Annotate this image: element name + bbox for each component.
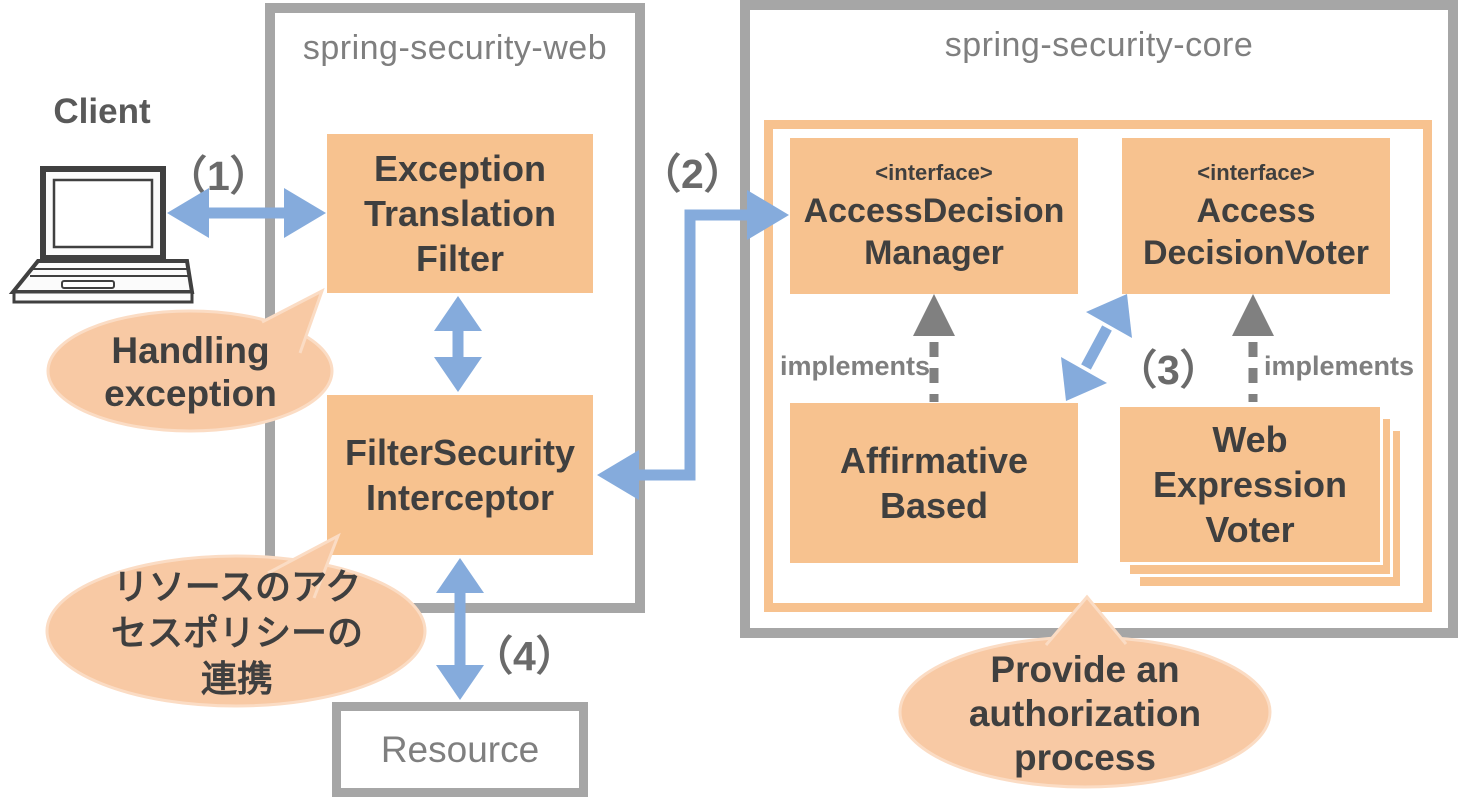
box-label-line: Manager [864, 233, 1004, 272]
client-label: Client [53, 92, 151, 131]
laptop-screen-inner [52, 178, 154, 249]
interface-stereotype: <interface> [1197, 159, 1315, 185]
bubble-line: process [1014, 737, 1156, 778]
bubble-line: リソースのアク [112, 566, 362, 607]
box-label-line: Web [1212, 419, 1288, 460]
implements-label-right: implements [1264, 351, 1415, 381]
box-label-line: Voter [1205, 509, 1295, 550]
affirmative-based-box: Affirmative Based [790, 403, 1078, 563]
core-module-title: spring-security-core [944, 26, 1254, 64]
bubble-line: Handling [111, 330, 270, 371]
bubble-line: authorization [968, 693, 1202, 734]
access-decision-manager-box: <interface> AccessDecision Manager [790, 138, 1078, 294]
bubble-line: 連携 [200, 658, 273, 699]
resource-label: Resource [380, 728, 540, 770]
step2-label: （2） [640, 151, 745, 197]
laptop-base-lip [12, 290, 194, 304]
implements-label-left: implements [779, 351, 930, 381]
box-label-line: Expression [1152, 464, 1348, 505]
web-expression-voter-box: Web Expression Voter [1117, 404, 1383, 565]
web-module-title: spring-security-web [302, 29, 608, 67]
step1-label: （1） [166, 153, 271, 199]
bubble-line: Provide an [990, 649, 1180, 690]
box-label-line: AccessDecision [803, 191, 1065, 230]
bubble-line: exception [104, 373, 277, 414]
box-label-line: Translation [363, 193, 557, 234]
laptop-touchpad [61, 280, 115, 289]
interface-stereotype: <interface> [875, 159, 993, 185]
box-label-line: Based [879, 485, 989, 526]
laptop-keyboard-base [8, 259, 195, 294]
filter-security-interceptor-box: FilterSecurity Interceptor [327, 395, 593, 555]
box-label-line: Access [1196, 191, 1316, 230]
box-label-line: Filter [415, 238, 504, 279]
access-decision-voter-box: <interface> Access DecisionVoter [1122, 138, 1390, 294]
box-label-line: Exception [373, 148, 547, 189]
handling-exception-bubble-text: Handling exception [48, 329, 333, 415]
laptop-screen-outer [40, 166, 166, 261]
box-label-line: Affirmative [839, 440, 1029, 481]
resource-box: Resource [332, 702, 588, 797]
step4-label: （4） [472, 633, 577, 679]
bubble-line: セスポリシーの [110, 612, 363, 653]
exception-translation-filter-box: Exception Translation Filter [327, 134, 593, 293]
resource-access-policy-bubble-text: リソースのアク セスポリシーの 連携 [48, 564, 426, 702]
step3-label: （3） [1116, 347, 1221, 393]
box-label-line: DecisionVoter [1142, 233, 1370, 272]
box-label-line: Interceptor [365, 477, 555, 518]
box-label-line: FilterSecurity [344, 432, 576, 473]
provide-authorization-bubble-text: Provide an authorization process [900, 648, 1270, 780]
